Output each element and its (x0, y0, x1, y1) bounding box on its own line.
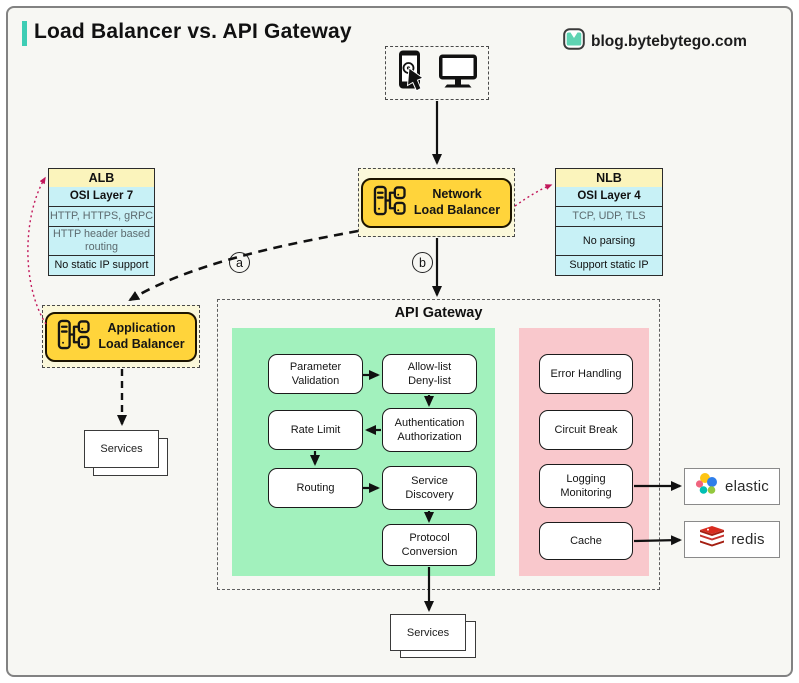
application-load-balancer-box: Application Load Balancer (42, 305, 200, 368)
flow-box-protocol-conversion: Protocol Conversion (382, 524, 477, 566)
load-balancer-icon (373, 185, 406, 221)
nlb-table-row: OSI Layer 4 (577, 189, 641, 202)
api-gateway-container (217, 299, 660, 590)
load-balancer-icon (57, 319, 91, 355)
network-load-balancer-box: Network Load Balancer (358, 168, 515, 237)
desktop-monitor-icon (438, 53, 478, 94)
redis-box: redis (684, 521, 780, 558)
services-left: Services (84, 430, 159, 468)
elastic-box: elastic (684, 468, 780, 505)
nlb-table-row: TCP, UDP, TLS (556, 206, 662, 226)
elastic-wordmark: elastic (725, 478, 769, 495)
alb-table-row: No static IP support (49, 255, 154, 275)
alb-table-row: HTTP, HTTPS, gRPC (49, 206, 154, 226)
network-load-balancer-inner: Network Load Balancer (360, 177, 513, 228)
network-load-balancer-label: Network Load Balancer (413, 186, 501, 217)
side-box-logging-monitoring: Logging Monitoring (539, 464, 633, 508)
side-box-cache: Cache (539, 522, 633, 560)
nlb-table-row: Support static IP (556, 255, 662, 275)
smartphone-touch-icon (396, 49, 426, 98)
bytebytego-logo-icon (563, 28, 585, 55)
title-accent-bar (22, 21, 27, 46)
alb-table-row: OSI Layer 7 (69, 189, 134, 202)
edge-label-b: b (412, 252, 433, 273)
api-gateway-title: API Gateway (394, 305, 483, 321)
redis-wordmark: redis (731, 531, 765, 548)
flow-box-rate-limit: Rate Limit (268, 410, 363, 450)
alb-table: ALB OSI Layer 7 HTTP, HTTPS, gRPC HTTP h… (48, 168, 155, 276)
page-title: Load Balancer vs. API Gateway (34, 20, 352, 43)
flow-box-service-discovery: Service Discovery (382, 466, 477, 510)
redis-logo-icon (699, 525, 725, 554)
application-load-balancer-inner: Application Load Balancer (45, 311, 197, 362)
alb-table-header: ALB (49, 169, 154, 187)
flow-box-authentication: Authentication Authorization (382, 408, 477, 452)
alb-table-row: HTTP header based routing (49, 226, 154, 255)
flow-box-parameter-validation: Parameter Validation (268, 354, 363, 394)
brand-text: blog.bytebytego.com (591, 32, 747, 50)
nlb-table: NLB OSI Layer 4 TCP, UDP, TLS No parsing… (555, 168, 663, 276)
brand: blog.bytebytego.com (563, 28, 747, 55)
nlb-table-header: NLB (556, 169, 662, 187)
side-box-error-handling: Error Handling (539, 354, 633, 394)
side-box-circuit-break: Circuit Break (539, 410, 633, 450)
edge-label-a: a (229, 252, 250, 273)
elastic-logo-icon (695, 472, 719, 501)
client-devices-box (385, 46, 489, 100)
flow-box-routing: Routing (268, 468, 363, 508)
flow-box-allow-deny-list: Allow-list Deny-list (382, 354, 477, 394)
services-bottom: Services (390, 614, 466, 651)
application-load-balancer-label: Application Load Balancer (98, 320, 185, 351)
nlb-table-row: No parsing (556, 226, 662, 255)
